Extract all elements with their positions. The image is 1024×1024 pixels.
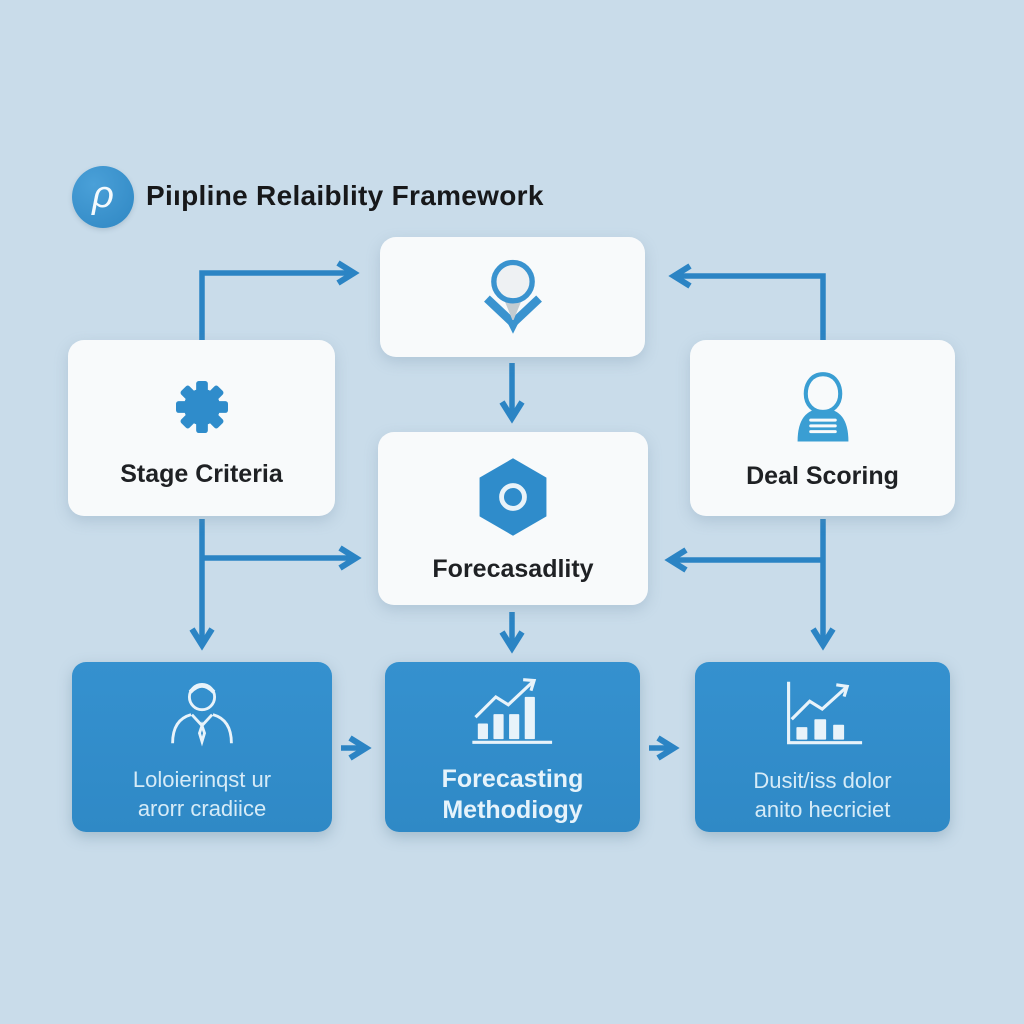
node-label: Loloierinqst ur arorr cradiice (133, 765, 271, 823)
page-title: Piıpline Relaiblity Framework (146, 180, 544, 211)
node-forecastability: Forecasadlity (378, 432, 648, 605)
node-label-line1: Loloierinqst ur (132, 766, 272, 792)
arrow-stage-to-top (199, 260, 360, 341)
gear-icon (163, 368, 241, 446)
node-deal-scoring: Deal Scoring (690, 340, 955, 516)
node-label-line1: Dusit/iss dolor (753, 767, 892, 793)
arrow-deal-to-top (668, 263, 826, 341)
bar-chart-growth-icon (465, 668, 561, 754)
node-label-line2: Methodiogy (442, 796, 583, 824)
businessman-icon (160, 671, 244, 755)
logo-glyph: ρ (92, 174, 114, 216)
node-label: Forecasadlity (432, 555, 594, 583)
node-label-line1: Forecasting (441, 764, 584, 793)
person-badge-icon (782, 366, 864, 448)
node-forecasting-methodology: Forecasting Methodiogy (385, 662, 640, 832)
node-label: Forecasting Methodiogy (442, 764, 584, 827)
node-label: Stage Criteria (120, 459, 283, 488)
line-chart-bars-icon (775, 670, 871, 756)
app-logo: ρ (72, 166, 134, 228)
node-label-line2: arorr cradiice (137, 796, 267, 821)
location-pin-arrow-icon (467, 251, 559, 343)
node-label-line2: anito hecriciet (754, 797, 891, 822)
node-top-hub (380, 237, 645, 357)
node-stage-criteria: Stage Criteria (68, 340, 335, 516)
node-label: Dusit/iss dolor anito hecriciet (753, 766, 891, 824)
node-bottom-right: Dusit/iss dolor anito hecriciet (695, 662, 950, 832)
hexagon-icon (469, 453, 557, 541)
node-bottom-left: Loloierinqst ur arorr cradiice (72, 662, 332, 832)
node-label: Deal Scoring (746, 461, 899, 490)
